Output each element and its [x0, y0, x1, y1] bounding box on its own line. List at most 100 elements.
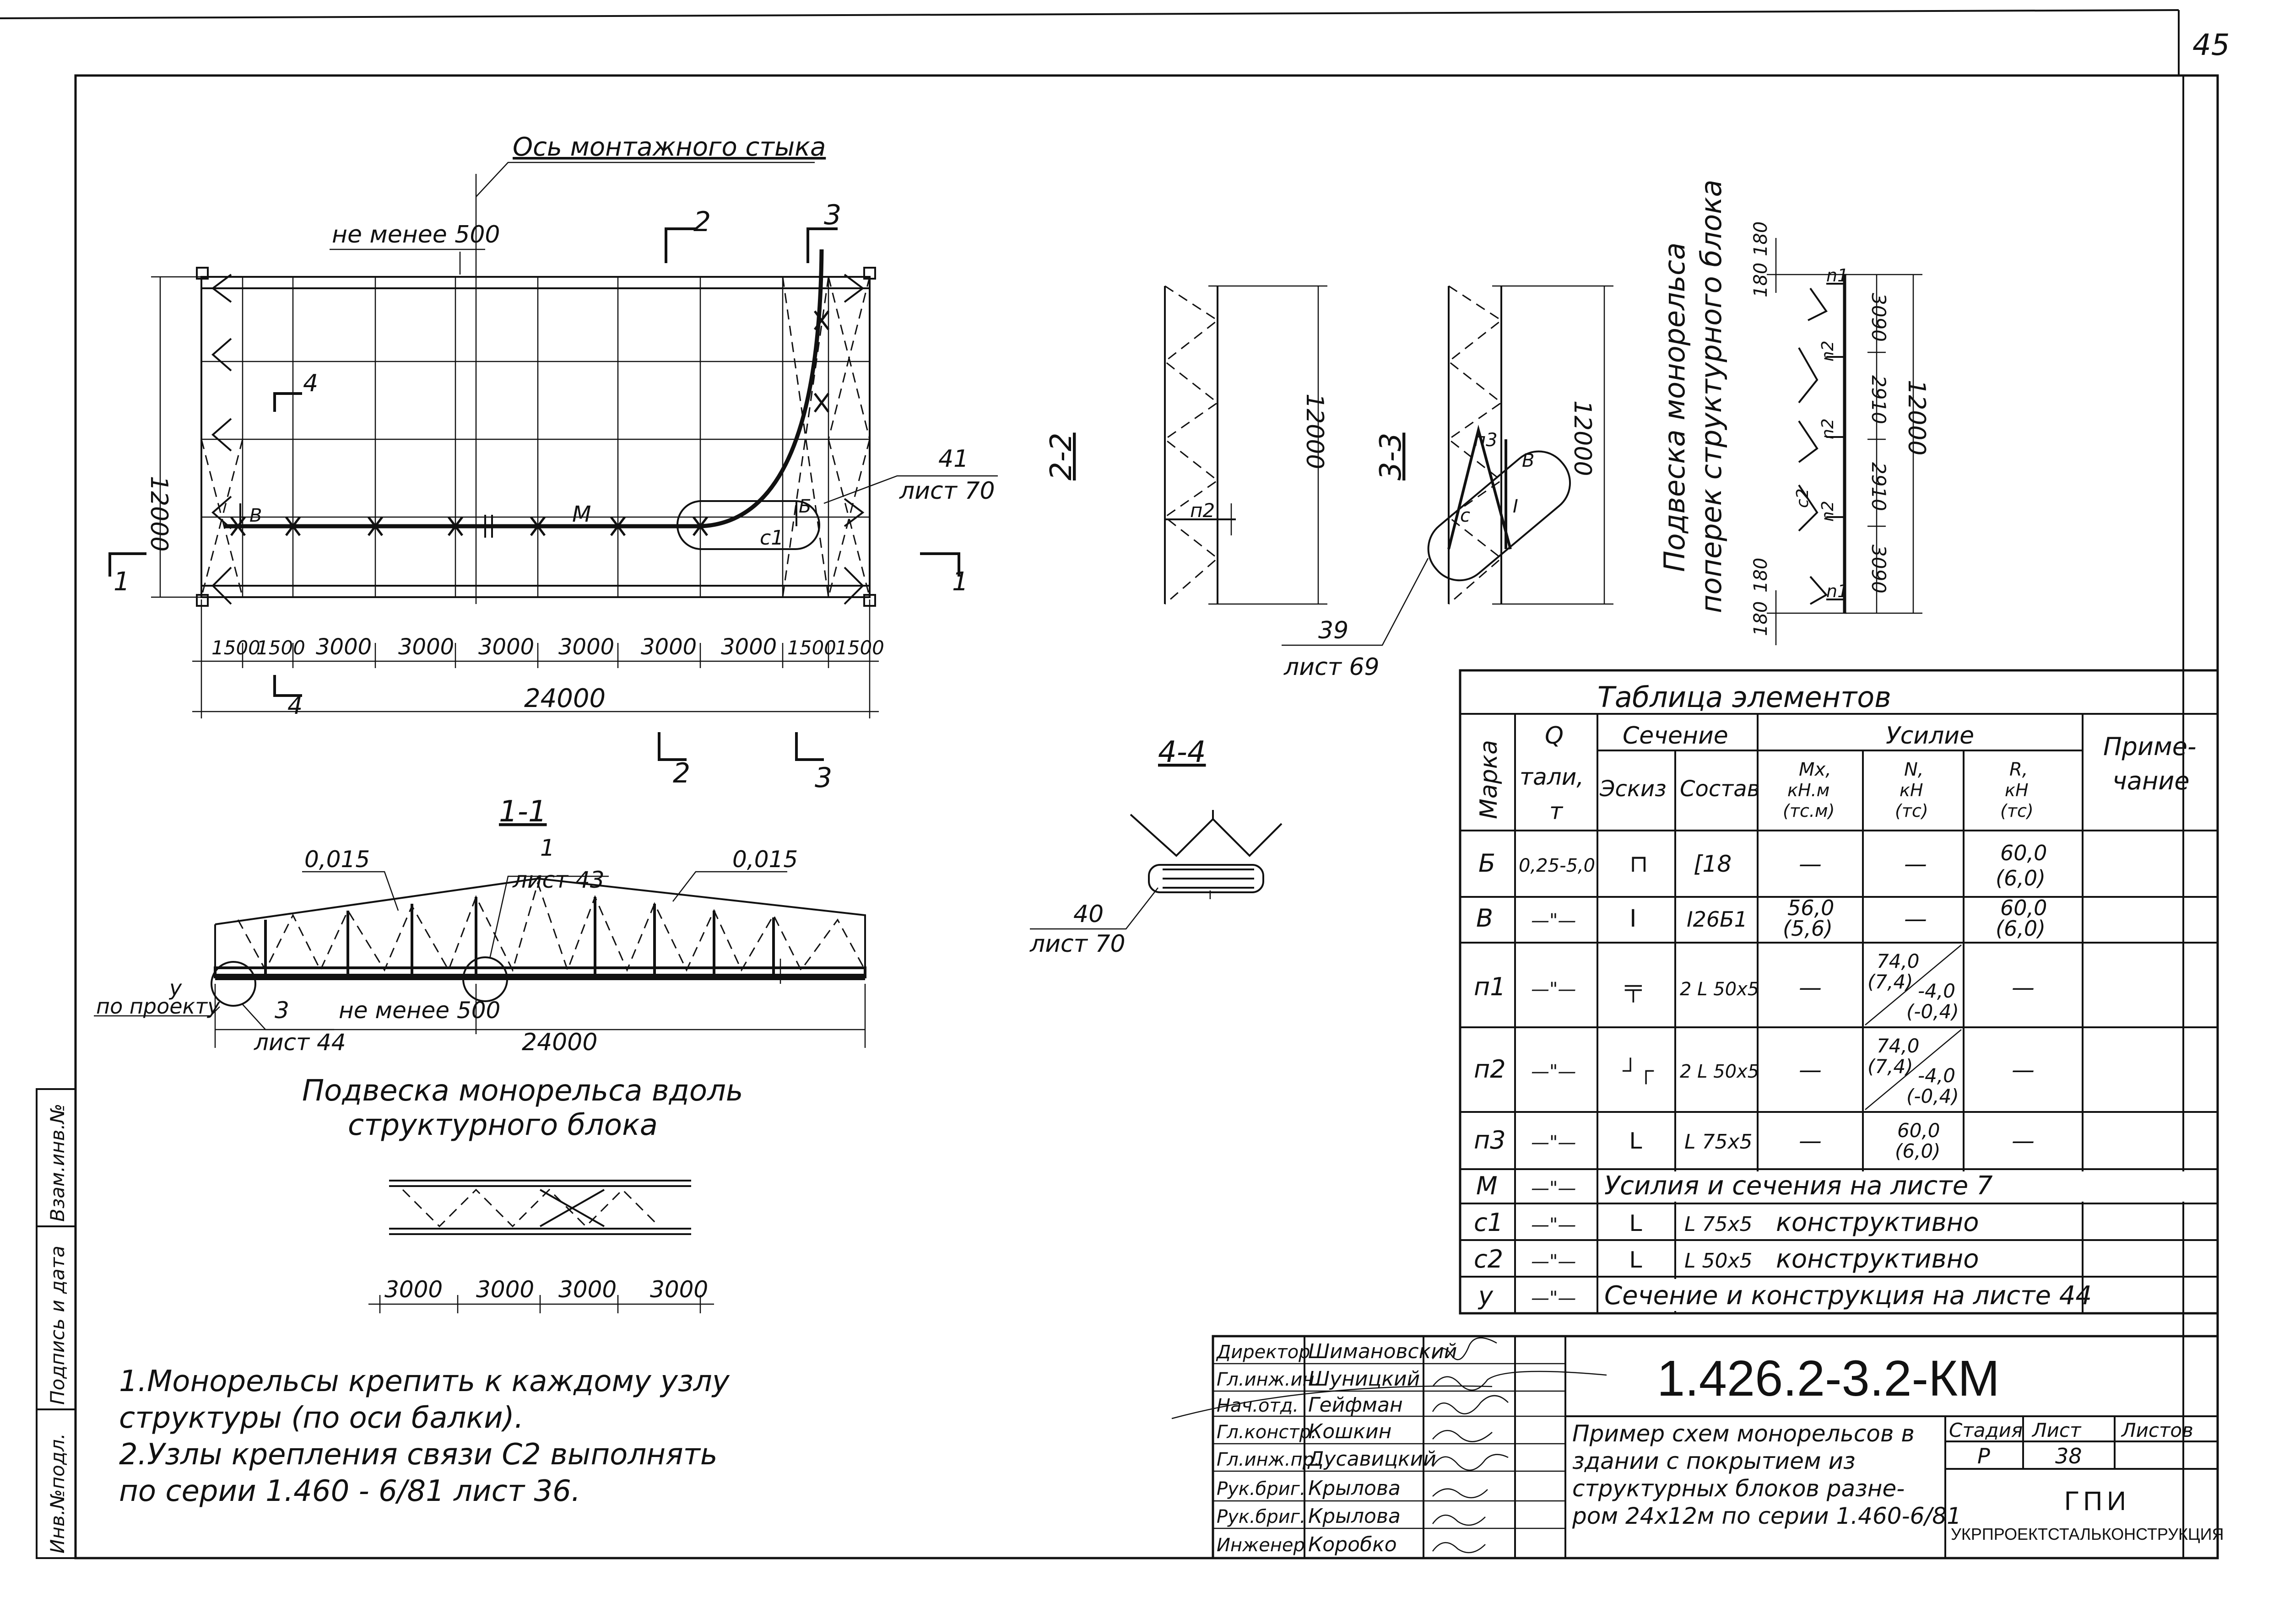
row-p3-sketch: L: [1629, 1128, 1643, 1154]
plan-span-7: 3000: [641, 634, 697, 660]
plan-span-4: 3000: [398, 634, 454, 660]
hdr-mark: Марка: [1475, 740, 1503, 819]
row-u-q: —"—: [1531, 1288, 1576, 1309]
plan-span-1: 1500: [211, 637, 260, 659]
tb-name-7: Крылова: [1308, 1505, 1401, 1528]
plan-span-6: 3000: [558, 634, 614, 660]
row-p1-q: —"—: [1531, 979, 1576, 1000]
section-2-2: 2-2 п2 12000: [1045, 285, 1328, 605]
row-c1-comp: L 75x5: [1684, 1213, 1753, 1236]
row-b-mark: Б: [1478, 849, 1495, 878]
tb-stage-label: Стадия: [1949, 1419, 2023, 1441]
callout-1-sheet: лист 43: [512, 867, 605, 893]
hdr-composition: Состав: [1680, 776, 1760, 802]
cross-title-1: Подвеска монорельса: [1658, 243, 1691, 572]
row-c1-mark: с1: [1474, 1208, 1503, 1237]
plan-axis-label: Ось монтажного стыка: [513, 132, 826, 162]
row-v-sketch: I: [1629, 903, 1637, 932]
row-b-comp: [18: [1694, 851, 1732, 877]
plan-span-9: 1500: [787, 637, 836, 659]
row-u-mark: у: [1478, 1281, 1494, 1310]
section-44-title: 4-4: [1158, 735, 1206, 769]
tb-name-5: Дусавицкий: [1307, 1447, 1436, 1471]
callout-39-sheet: лист 69: [1283, 653, 1380, 681]
tb-code: 1.426.2-3.2-КМ: [1657, 1350, 2000, 1407]
row-p2-comp: 2 L 50x5: [1680, 1061, 1759, 1082]
plan-total: 24000: [524, 684, 606, 713]
hdr-r3: (тс): [2000, 801, 2034, 821]
row-p1-n4: (-0,4): [1906, 1000, 1959, 1023]
cross-mark-4: c2: [1793, 488, 1812, 508]
section-33-b: В: [1522, 450, 1534, 471]
row-v-q: —"—: [1531, 910, 1576, 931]
cross-dim-180c: 180: [1750, 558, 1771, 593]
plan-span-2: 1500: [256, 637, 305, 659]
hdr-m1: Mx,: [1799, 759, 1831, 780]
hdr-n3: (тс): [1895, 801, 1928, 821]
row-c2-sketch: L: [1629, 1246, 1643, 1273]
slope-left: 0,015: [304, 846, 370, 873]
cross-mark-1: n1: [1826, 265, 1848, 286]
cut-3-bottom: 3: [815, 762, 832, 794]
cross-mark-3: n2: [1819, 418, 1837, 439]
row-p3-n2: (6,0): [1895, 1140, 1941, 1162]
hdr-m3: (тс.м): [1783, 801, 1835, 821]
table-row: Б 0,25-5,0 ⊓ [18 — — 60,0 (6,0): [1478, 841, 2047, 890]
table-row: у —"— Сечение и конструкция на листе 44: [1478, 1279, 2092, 1311]
hdr-r2: кН: [2005, 780, 2029, 800]
tb-name-6: Крылова: [1308, 1477, 1401, 1500]
tb-role-5: Гл.инж.пр.: [1217, 1449, 1320, 1470]
row-b-sketch: ⊓: [1629, 851, 1648, 877]
section-22-title: 2-2: [1045, 432, 1078, 480]
tb-sheet-label: Лист: [2031, 1419, 2082, 1441]
tb-role-1: Директор: [1216, 1342, 1310, 1363]
row-b-n: —: [1904, 851, 1927, 877]
cut-2-top: 2: [693, 206, 711, 238]
tb-role-7: Рук.бриг.: [1217, 1506, 1305, 1527]
hdr-n2: кН: [1900, 780, 1923, 800]
row-p1-n2: (7,4): [1867, 971, 1913, 993]
sec11-not-less: не менее 500: [339, 997, 500, 1024]
cross-suspension: Подвеска монорельса поперек структурного…: [1658, 179, 1930, 645]
row-u-span: Сечение и конструкция на листе 44: [1604, 1281, 2092, 1311]
tb-desc-1: Пример схем монорельсов в: [1572, 1420, 1915, 1447]
elements-table: Таблица элементов Марка Q: [1459, 669, 2219, 1315]
row-v-r2: (6,0): [1996, 916, 2046, 941]
row-v-r: 60,0: [2000, 896, 2047, 920]
cross-dim-3090a: 3090: [1867, 293, 1890, 342]
row-b-r: 60,0: [2000, 841, 2047, 865]
row-p1-r: —: [2012, 974, 2035, 1001]
detail-strip: 3000 3000 3000 3000: [368, 1180, 714, 1313]
cut-4-bottom: 4: [287, 692, 303, 720]
stamp-signature-date: Подпись и дата: [46, 1246, 69, 1405]
section-33-dim: 12000: [1569, 400, 1596, 476]
cross-dim-180a: 180: [1750, 221, 1771, 256]
section-33-p3: п3: [1474, 430, 1498, 451]
note-line-2: структуры (по оси балки).: [119, 1401, 524, 1435]
section-4-4: 4-4 I 40 лист 70: [1029, 735, 1283, 958]
plan-mark-m: M: [572, 502, 591, 527]
tb-role-4: Гл.констр.: [1217, 1422, 1317, 1443]
cross-mark-2: n2: [1819, 340, 1837, 361]
table-row: п2 —"— ┘┌ 2 L 50x5 — 74,0 (7,4) -4,0 (-0…: [1474, 1029, 2035, 1110]
row-p2-r: —: [2012, 1057, 2035, 1083]
tb-name-4: Кошкин: [1308, 1420, 1391, 1443]
row-p2-n: 74,0: [1877, 1035, 1920, 1057]
row-v-n: —: [1904, 906, 1927, 932]
row-p1-n: 74,0: [1877, 950, 1920, 972]
section-3-3: 3-3 п3 В I с 12000 39 лист 69: [1282, 285, 1613, 681]
row-v-mark: В: [1476, 904, 1493, 933]
callout-3-num: 3: [275, 997, 289, 1024]
callout-40-num: 40: [1073, 901, 1104, 928]
plan-mark-c1: с1: [760, 526, 784, 550]
table-row: п1 —"— ╤ 2 L 50x5 — 74,0 (7,4) -4,0 (-0,…: [1474, 944, 2035, 1025]
sec11-caption-1: Подвеска монорельса вдоль: [302, 1074, 743, 1108]
hdr-note2: чание: [2112, 766, 2190, 795]
cross-dim-180b: 180: [1750, 263, 1771, 297]
tb-org: УКРПРОЕКТСТАЛЬКОНСТРУКЦИЯ: [1951, 1525, 2224, 1543]
row-p1-sketch: ╤: [1624, 974, 1642, 1003]
cross-mark-5: n2: [1819, 501, 1837, 522]
row-c2-span: конструктивно: [1776, 1244, 1979, 1274]
cross-dim-2910b: 2910: [1867, 462, 1890, 511]
